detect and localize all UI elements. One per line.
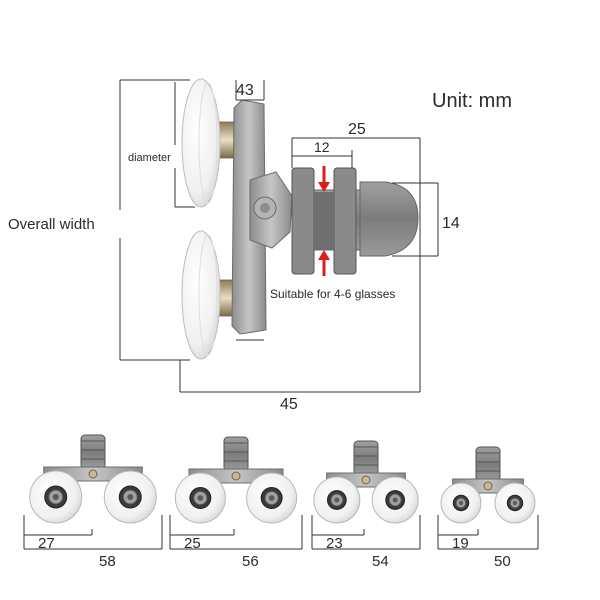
variant-width-label: 58 bbox=[99, 553, 116, 570]
variant-width-label: 56 bbox=[242, 553, 259, 570]
variant-width-label: 50 bbox=[494, 553, 511, 570]
glass-clamp bbox=[291, 167, 419, 275]
total-width-label: 45 bbox=[280, 396, 298, 413]
lower-wheel bbox=[181, 230, 237, 360]
diameter-label: diameter bbox=[128, 152, 171, 164]
height-label: 14 bbox=[442, 215, 460, 232]
metal-mounting-plate bbox=[231, 99, 293, 335]
thickness-label: 43 bbox=[236, 82, 254, 99]
variant-diameter-label: 27 bbox=[38, 535, 55, 552]
variant-2: 25 56 bbox=[169, 436, 303, 570]
variant-diameter-label: 25 bbox=[184, 535, 201, 552]
clamp-arrows bbox=[318, 166, 330, 276]
thickness-dimension: 43 bbox=[235, 80, 265, 341]
glass-note: Suitable for 4-6 glasses bbox=[270, 287, 395, 301]
depth-dimension: 25 bbox=[291, 121, 421, 392]
total-width-dimension: 45 bbox=[179, 360, 420, 413]
bushing bbox=[475, 446, 501, 482]
variant-diameter-label: 19 bbox=[452, 535, 469, 552]
height-dimension: 14 bbox=[392, 182, 460, 257]
inner-gap-label: 12 bbox=[314, 139, 330, 155]
depth-label: 25 bbox=[348, 121, 366, 138]
variant-3: 23 54 bbox=[311, 440, 421, 570]
bushing bbox=[353, 440, 379, 476]
inner-gap-dimension: 12 bbox=[292, 139, 353, 168]
diameter-dimension: diameter bbox=[128, 82, 195, 208]
overall-width-dimension: Overall width bbox=[8, 79, 190, 361]
variant-diameter-label: 23 bbox=[326, 535, 343, 552]
upper-wheel bbox=[181, 78, 237, 208]
bushing bbox=[223, 436, 249, 472]
variant-1: 27 58 bbox=[23, 434, 163, 570]
unit-label: Unit: mm bbox=[432, 90, 512, 112]
bushing bbox=[80, 434, 106, 470]
overall-width-label: Overall width bbox=[8, 216, 95, 233]
variant-width-label: 54 bbox=[372, 553, 389, 570]
